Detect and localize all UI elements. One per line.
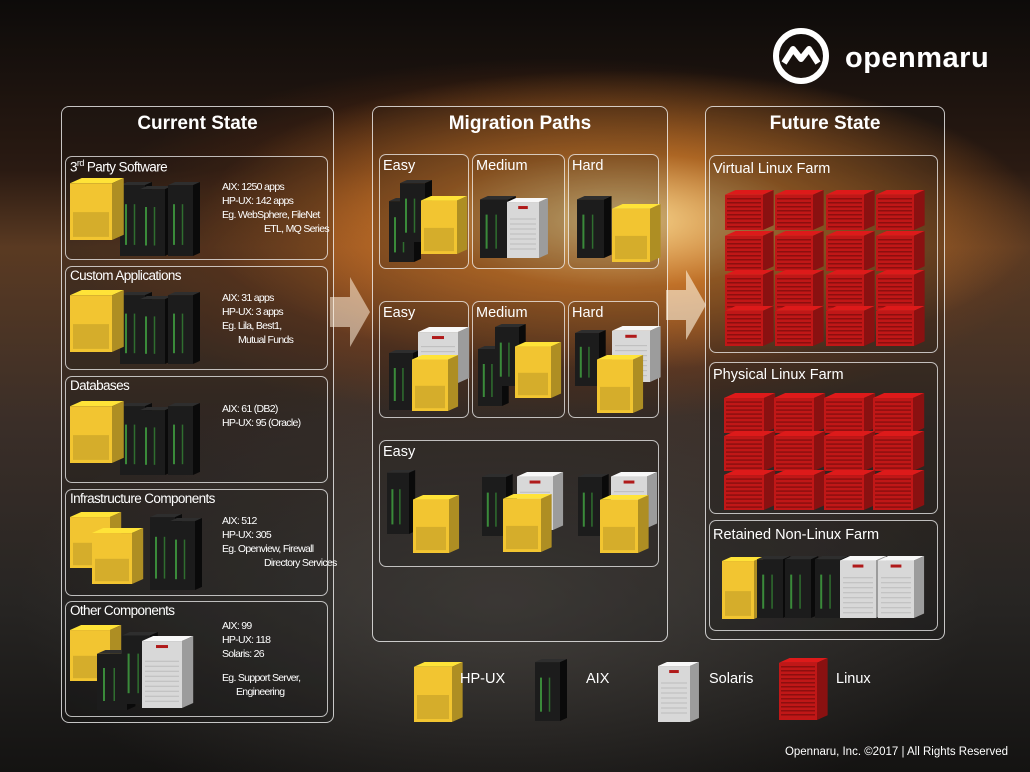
aix-server-icon xyxy=(168,403,200,475)
future-state-title: Future State xyxy=(769,113,881,134)
hpux-server-icon xyxy=(515,342,562,398)
hpux-server-icon xyxy=(600,495,649,553)
aix-server-icon xyxy=(785,556,819,618)
openmaru-logo-icon xyxy=(773,28,829,84)
path-label: Easy xyxy=(383,305,416,321)
linux-server-icon xyxy=(724,393,776,433)
legend-label-hpux: HP-UX xyxy=(460,671,506,687)
linux-server-icon xyxy=(876,270,925,310)
arrow-right-icon xyxy=(666,270,706,340)
linux-server-icon xyxy=(725,231,774,271)
linux-server-icon xyxy=(873,470,925,510)
aix-server-icon xyxy=(387,470,416,534)
migration-paths-title: Migration Paths xyxy=(448,113,592,134)
group-stats: AIX: 1250 apps HP-UX: 142 apps Eg. WebSp… xyxy=(222,181,330,235)
aix-server-icon xyxy=(140,407,172,475)
linux-server-icon xyxy=(873,393,925,433)
linux-server-icon xyxy=(826,190,875,230)
group-stats: AIX: 61 (DB2) HP-UX: 95 (Oracle) xyxy=(222,403,301,429)
path-label: Easy xyxy=(383,444,416,460)
linux-server-icon xyxy=(826,306,875,346)
linux-server-icon xyxy=(876,231,925,271)
group-title: Custom Applications xyxy=(70,268,182,283)
aix-server-icon xyxy=(168,292,200,364)
path-label: Medium xyxy=(476,305,528,321)
brand-name: openmaru xyxy=(845,42,990,74)
aix-server-icon xyxy=(170,518,202,590)
hpux-server-icon xyxy=(503,494,552,552)
hpux-server-icon xyxy=(597,355,644,413)
linux-server-icon xyxy=(774,393,826,433)
legend-label-linux: Linux xyxy=(836,671,871,687)
linux-server-icon xyxy=(725,306,774,346)
group-title: Databases xyxy=(70,378,130,393)
linux-server-icon xyxy=(724,431,776,471)
path-label: Medium xyxy=(476,158,528,174)
linux-server-icon xyxy=(824,470,876,510)
farm-label: Physical Linux Farm xyxy=(713,367,844,383)
hpux-server-icon xyxy=(70,290,124,352)
copyright-footer: Opennaru, Inc. ©2017 | All Rights Reserv… xyxy=(784,746,1008,758)
linux-server-icon xyxy=(724,470,776,510)
linux-server-icon xyxy=(779,658,828,720)
linux-server-icon xyxy=(775,270,824,310)
legend-label-aix: AIX xyxy=(586,671,610,687)
linux-server-icon xyxy=(826,231,875,271)
hpux-server-icon xyxy=(722,557,763,619)
aix-server-icon xyxy=(577,196,612,258)
aix-server-icon xyxy=(140,296,172,364)
farm-label: Virtual Linux Farm xyxy=(713,161,831,177)
solaris-server-icon xyxy=(878,556,925,618)
linux-server-icon xyxy=(774,470,826,510)
aix-server-icon xyxy=(578,474,609,536)
aix-server-icon xyxy=(535,659,567,721)
linux-server-icon xyxy=(824,393,876,433)
hpux-server-icon xyxy=(413,495,460,553)
path-label: Easy xyxy=(383,158,416,174)
aix-server-icon xyxy=(140,186,172,256)
linux-server-icon xyxy=(725,270,774,310)
linux-server-icon xyxy=(775,190,824,230)
group-title: Other Components xyxy=(70,603,175,618)
solaris-server-icon xyxy=(507,198,548,258)
hpux-server-icon xyxy=(92,528,144,584)
path-label: Hard xyxy=(572,305,604,321)
linux-server-icon xyxy=(775,306,824,346)
group-stats: AIX: 512 HP-UX: 305 Eg. Openview, Firewa… xyxy=(222,515,337,569)
group-stats: AIX: 99 HP-UX: 118 Solaris: 26 Eg. Suppo… xyxy=(222,620,301,698)
farm-label: Retained Non-Linux Farm xyxy=(713,527,880,543)
solaris-server-icon xyxy=(658,662,699,722)
solaris-server-icon xyxy=(142,636,194,708)
group-title: Infrastructure Components xyxy=(70,491,215,506)
hpux-server-icon xyxy=(612,204,661,262)
linux-server-icon xyxy=(876,306,925,346)
linux-server-icon xyxy=(725,190,774,230)
current-state-title: Current State xyxy=(137,113,258,134)
hpux-server-icon xyxy=(421,196,468,254)
hpux-server-icon xyxy=(70,401,124,463)
linux-server-icon xyxy=(774,431,826,471)
linux-server-icon xyxy=(826,270,875,310)
linux-server-icon xyxy=(876,190,925,230)
group-title: 3rd Party Software xyxy=(70,158,168,175)
hpux-server-icon xyxy=(414,662,463,722)
linux-server-icon xyxy=(824,431,876,471)
linux-server-icon xyxy=(873,431,925,471)
arrow-right-icon xyxy=(330,277,370,347)
path-label: Hard xyxy=(572,158,604,174)
linux-server-icon xyxy=(775,231,824,271)
aix-server-icon xyxy=(168,182,200,256)
hpux-server-icon xyxy=(412,355,459,411)
hpux-server-icon xyxy=(70,178,124,240)
legend-label-solaris: Solaris xyxy=(709,671,754,687)
group-stats: AIX: 31 apps HP-UX: 3 apps Eg. Lila, Bes… xyxy=(222,292,294,346)
